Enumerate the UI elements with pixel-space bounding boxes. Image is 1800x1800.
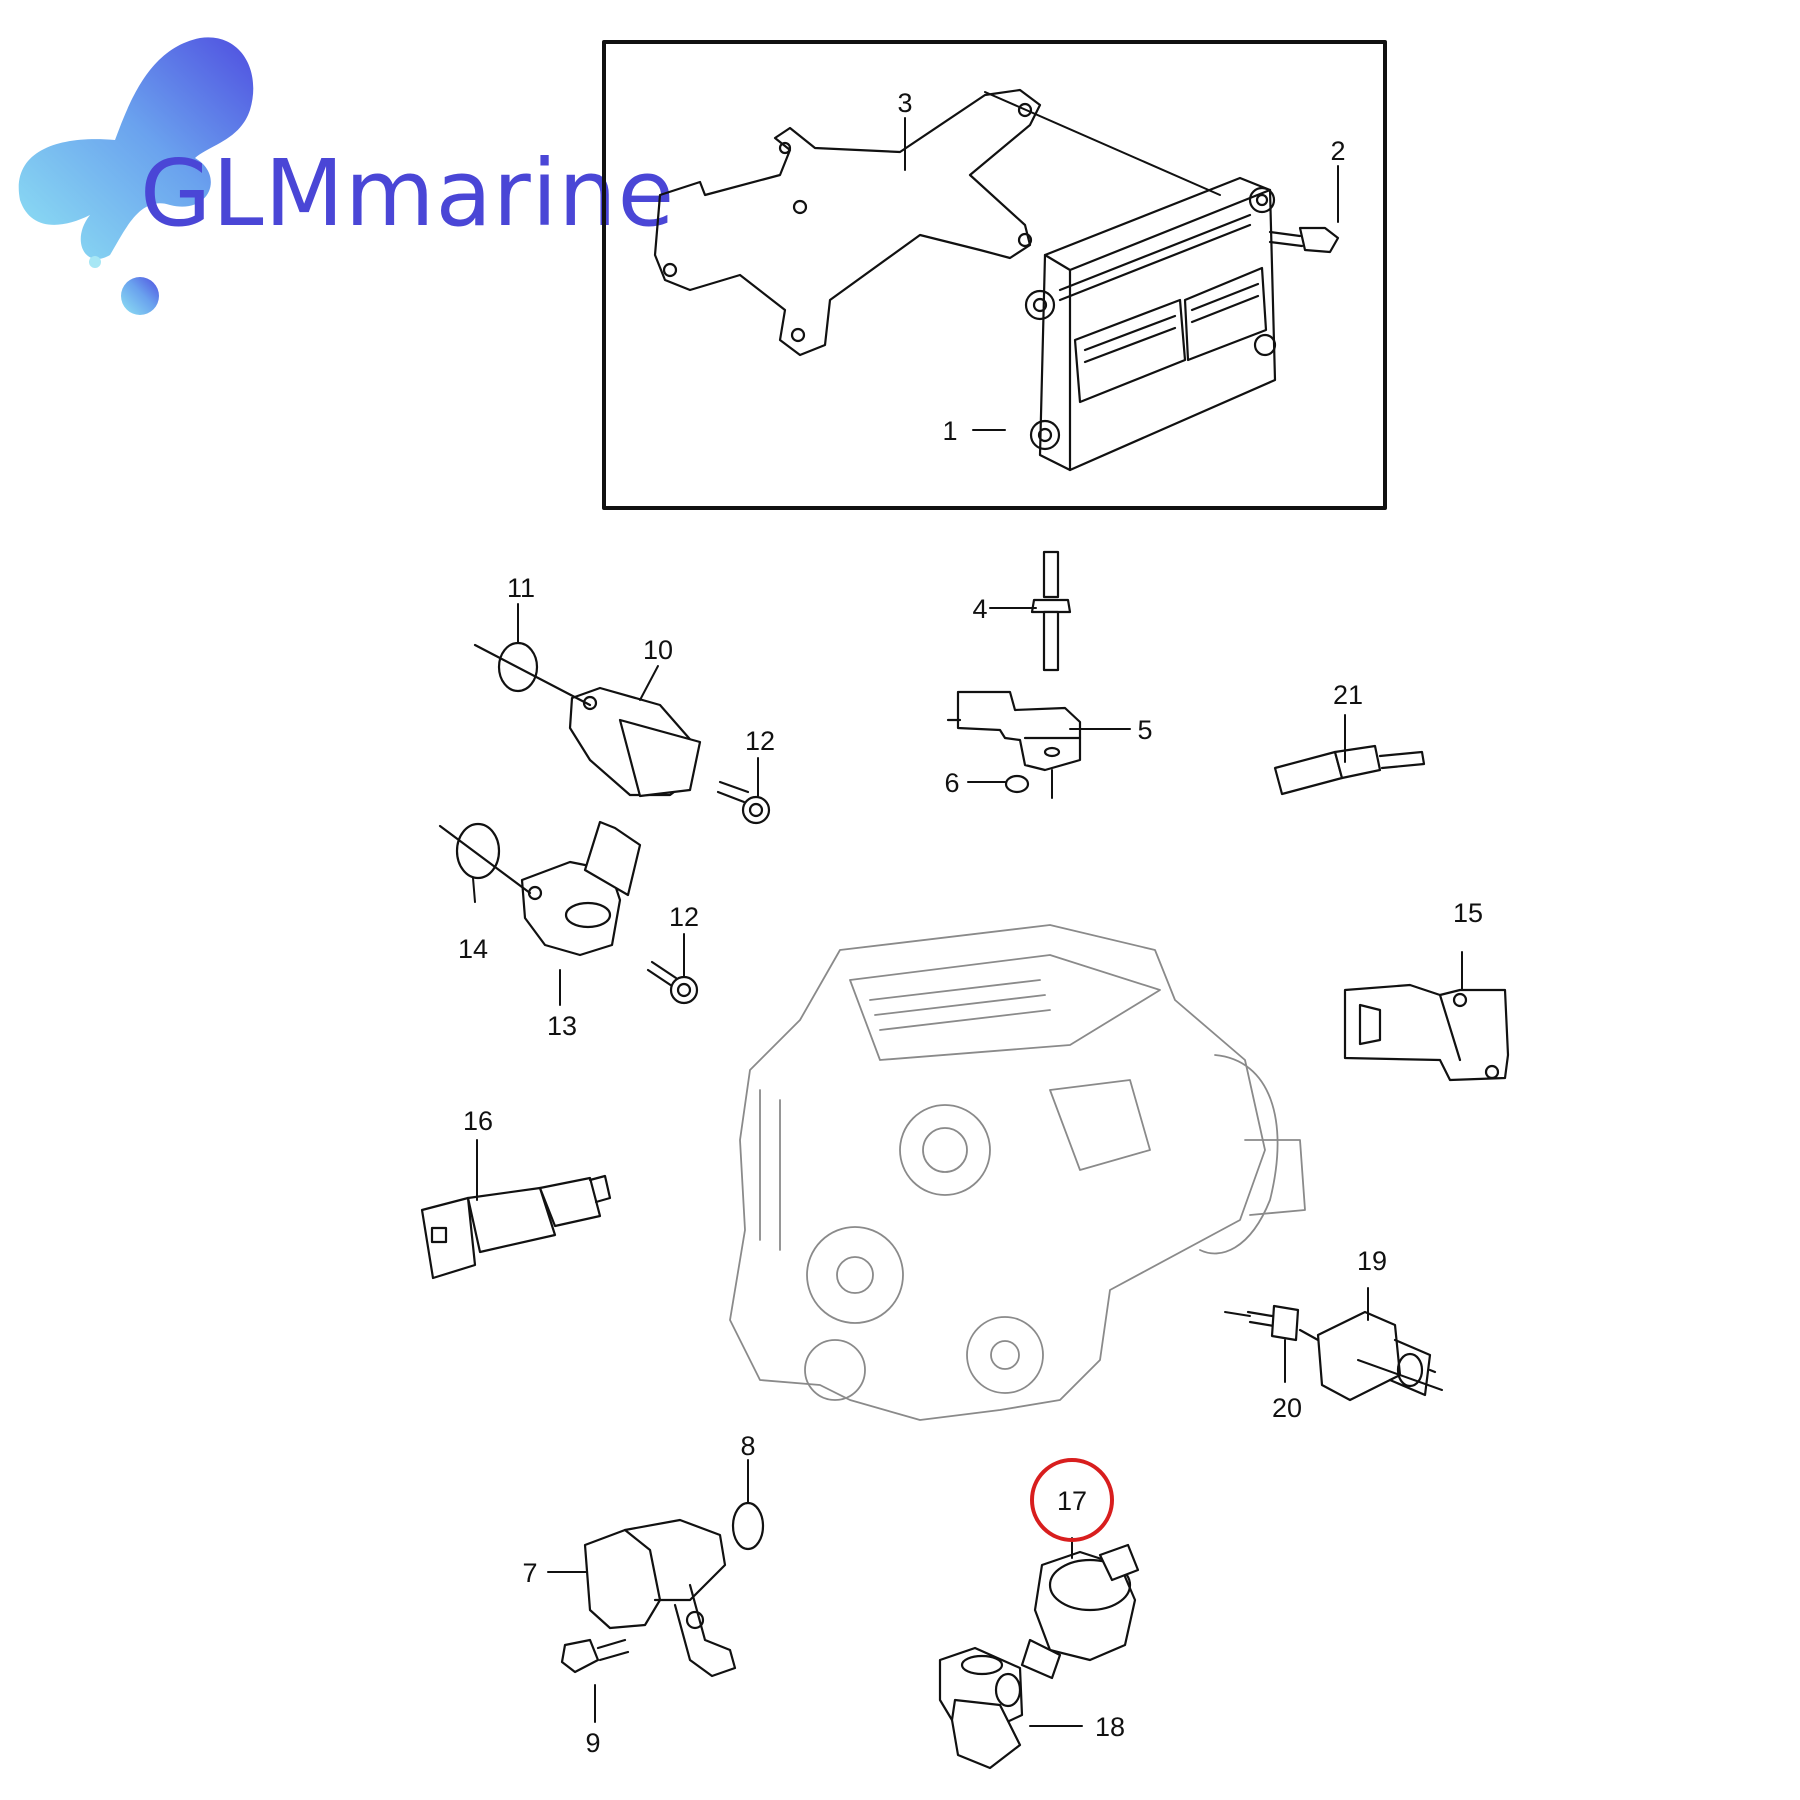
ecu-inset-frame (602, 40, 1387, 510)
callout-18: 18 (1095, 1712, 1125, 1742)
callout-3: 3 (897, 88, 912, 118)
part-19-sensor (1298, 1310, 1437, 1402)
callout-20: 20 (1272, 1393, 1302, 1423)
callout-1: 1 (942, 416, 957, 446)
part-20-fitting (1246, 1304, 1300, 1342)
part-14-oring (455, 822, 501, 880)
callout-21: 21 (1333, 680, 1363, 710)
part-10-sensor (473, 643, 702, 798)
part-16-sensor (420, 1174, 612, 1280)
part-15-sensor (1343, 983, 1510, 1082)
callout-14: 14 (458, 934, 488, 964)
part-1-ecu (1024, 176, 1277, 472)
highlight-ring (1030, 1458, 1114, 1542)
part-12-bolt-a (716, 780, 771, 825)
callout-17: 17 (1057, 1486, 1087, 1516)
part-5-sensor (946, 690, 1082, 772)
part-21-sensor (1273, 744, 1426, 796)
engine-assembly (729, 924, 1306, 1421)
callout-5: 5 (1137, 715, 1152, 745)
callout-10: 10 (643, 635, 673, 665)
callout-7: 7 (522, 1558, 537, 1588)
part-7-sensor (583, 1518, 737, 1678)
part-17-sensor (1020, 1543, 1140, 1680)
part-18-fitting (938, 1646, 1024, 1770)
callout-8: 8 (740, 1431, 755, 1461)
leader-lines (472, 91, 1463, 1727)
part-13-sensor (438, 820, 642, 957)
callout-11: 11 (507, 573, 535, 603)
callout-16: 16 (463, 1106, 493, 1136)
callout-15: 15 (1453, 898, 1483, 928)
callout-13: 13 (547, 1011, 577, 1041)
part-6-oring (1004, 774, 1030, 794)
callout-12a: 12 (745, 726, 775, 756)
brand-wordmark: GLMmarine (140, 140, 676, 247)
callout-2: 2 (1330, 136, 1345, 166)
part-8-oring (731, 1501, 765, 1551)
part-4-stud (1030, 550, 1072, 672)
callout-12b: 12 (669, 902, 699, 932)
brand-logo (18, 37, 254, 315)
part-12-bolt-b (646, 960, 699, 1005)
callout-labels: 1 2 3 4 5 6 7 8 9 10 11 12 12 13 14 15 1… (458, 88, 1483, 1758)
part-3-bracket (653, 88, 1042, 357)
logo-drop-icon (18, 37, 254, 315)
callout-9: 9 (585, 1728, 600, 1758)
callout-19: 19 (1357, 1246, 1387, 1276)
callout-6: 6 (944, 768, 959, 798)
part-2-bolt (1268, 226, 1340, 254)
callout-4: 4 (972, 594, 987, 624)
part-9-bolt (560, 1638, 630, 1674)
